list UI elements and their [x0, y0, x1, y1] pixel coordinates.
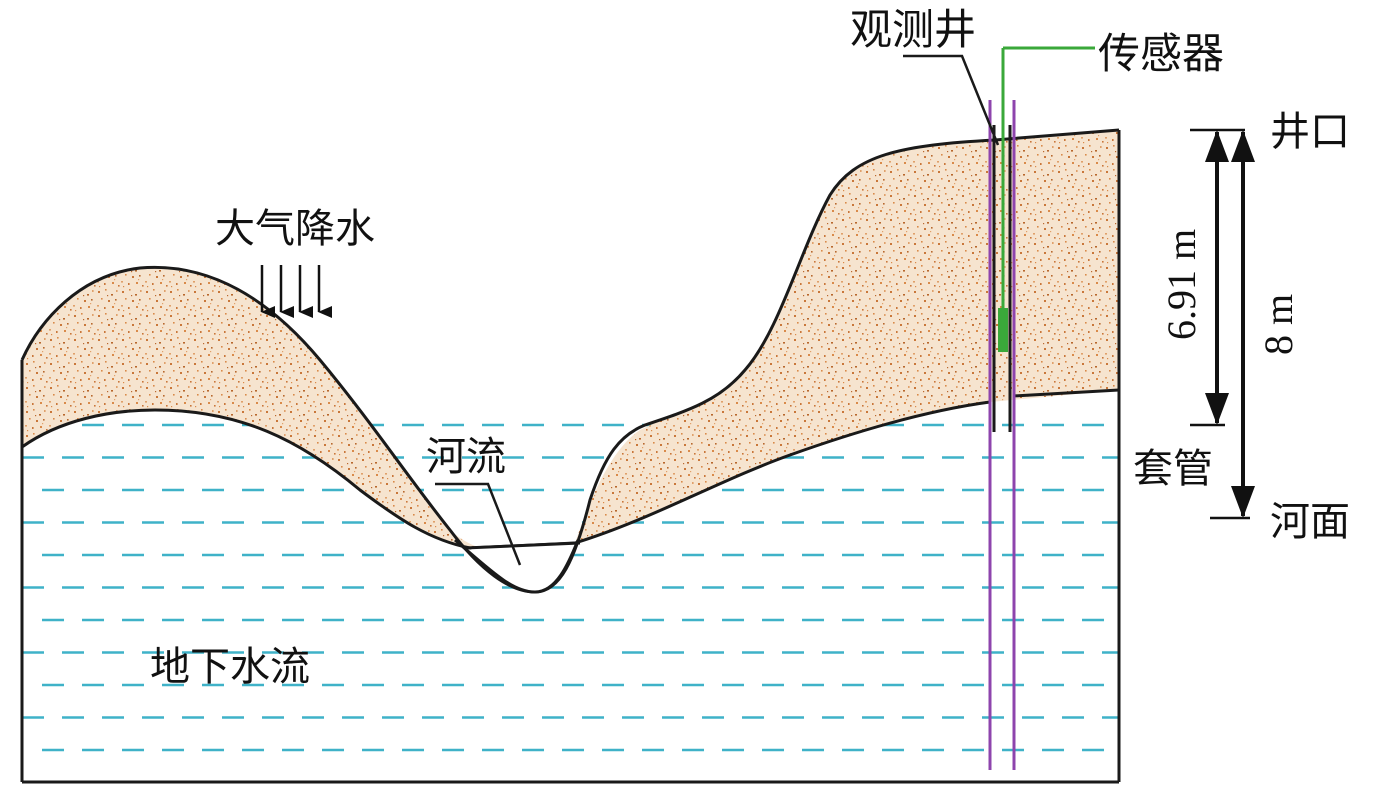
- arrow-up-icon: [1231, 130, 1255, 162]
- river-channel: [470, 543, 575, 592]
- rain-arrows: [260, 265, 332, 318]
- arrow-down-icon: [1205, 393, 1229, 425]
- river-surface-label: 河面: [1270, 499, 1350, 545]
- groundwater-region: [22, 390, 1119, 782]
- soil-layer: [22, 130, 1119, 552]
- sensor-icon: [998, 308, 1008, 352]
- well-leader: [903, 54, 1000, 146]
- dimension-casing: [1190, 128, 1245, 427]
- river-surface-line: [464, 541, 581, 550]
- river-leader: [435, 482, 522, 566]
- arrow-down-icon: [1231, 486, 1255, 518]
- water-table-line: [21, 400, 991, 550]
- wellhead-label: 井口: [1270, 109, 1350, 155]
- river-bed-line: [454, 538, 580, 594]
- casing-label: 套管: [1133, 446, 1213, 492]
- water-table-line-right: [1012, 388, 1120, 398]
- groundwater-label: 地下水流: [150, 644, 310, 690]
- sensor-label: 传感器: [1098, 29, 1224, 78]
- well-to-river-label: 8 m: [1256, 294, 1301, 355]
- well-label: 观测井: [850, 5, 976, 54]
- precipitation-label: 大气降水: [215, 206, 375, 252]
- river-label: 河流: [426, 434, 506, 480]
- dimension-river: [1210, 130, 1255, 520]
- arrow-up-icon: [1205, 130, 1229, 162]
- casing-length-label: 6.91 m: [1159, 229, 1204, 340]
